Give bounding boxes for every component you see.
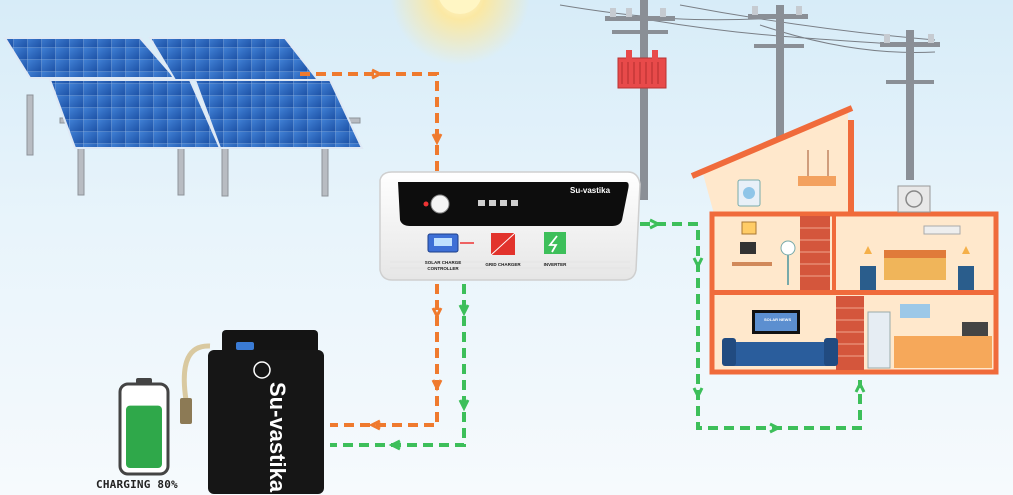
power-flow-line <box>330 222 862 447</box>
tub-icon <box>798 176 836 186</box>
fridge-icon <box>867 311 891 369</box>
grid-module-label: GRID CHARGER <box>485 262 521 267</box>
inverter-brand-label: Su-vastika <box>570 186 611 195</box>
transformer-icon <box>617 50 667 89</box>
charge-level-bar <box>126 405 162 468</box>
charge-indicator <box>118 378 170 476</box>
battery-brand-label: Su-vastika <box>265 382 290 493</box>
monitor-icon <box>740 242 756 254</box>
inverter-module-icon <box>544 232 566 254</box>
house: SOLAR NEWS <box>690 105 999 375</box>
inverter-unit: Su-vastika SOLAR CHARGE CONTROLLER GRID … <box>379 171 641 281</box>
solar-flow-line <box>300 72 439 427</box>
solar-panels <box>3 37 364 197</box>
sun-icon <box>390 0 530 65</box>
microwave-icon <box>962 322 988 336</box>
battery-cable <box>181 343 211 401</box>
battery-unit: Su-vastika <box>180 330 324 494</box>
ac-outdoor-unit-icon <box>897 185 931 213</box>
ac-indoor-unit-icon <box>923 225 961 235</box>
utility-poles <box>559 0 940 200</box>
charging-status-label: CHARGING 80% <box>96 478 178 491</box>
grid-charger-icon <box>490 232 516 256</box>
bed-icon <box>884 256 946 280</box>
tv-screen-text: SOLAR NEWS <box>764 317 791 322</box>
solar-charge-controller-icon <box>427 233 459 253</box>
sofa-icon <box>728 342 832 366</box>
flow-arrows <box>368 68 866 451</box>
inverter-module-label: INVERTER <box>544 262 568 267</box>
solar-module-label-line1: SOLAR CHARGE <box>425 260 462 265</box>
brand-logo <box>253 361 271 379</box>
fan-icon <box>780 240 796 285</box>
solar-module-label-line2: CONTROLLER <box>427 266 459 271</box>
